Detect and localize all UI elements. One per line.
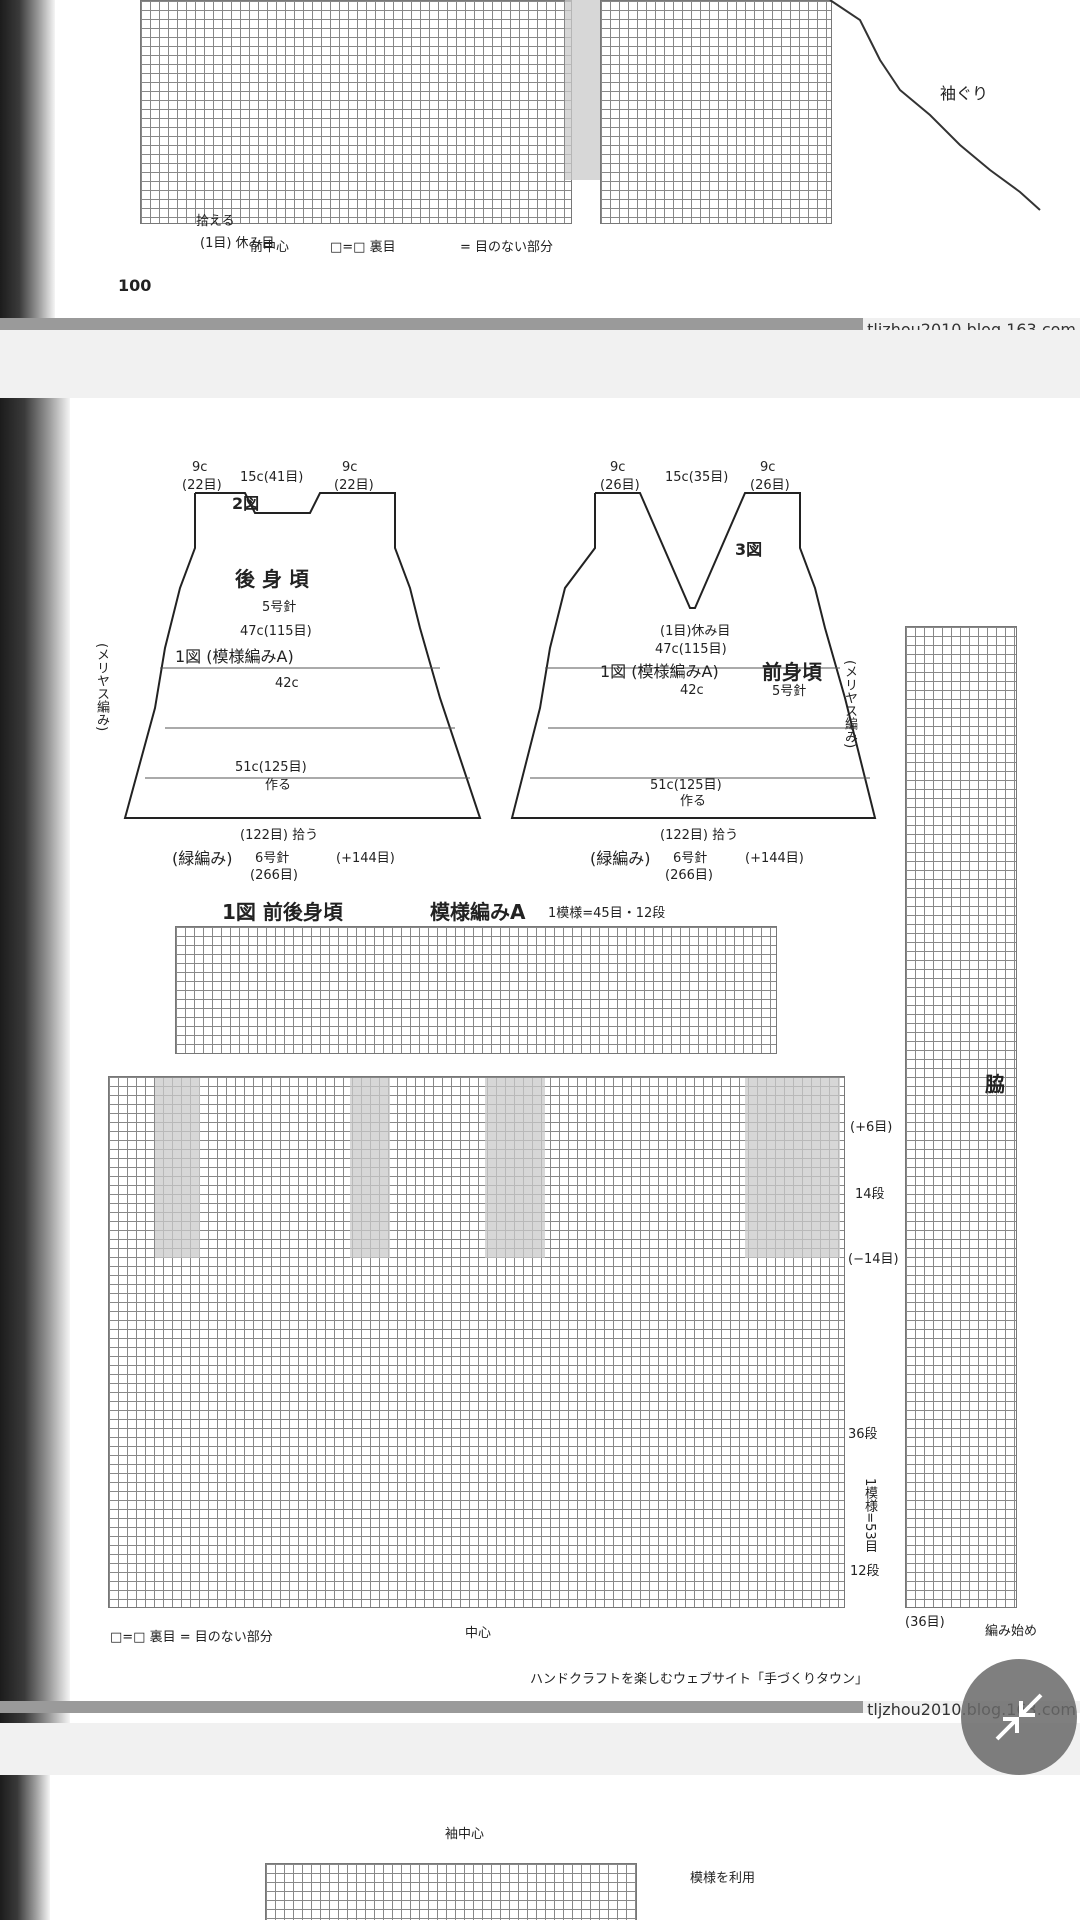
sleeve-note: 模様を利用 bbox=[690, 1871, 756, 1886]
back-edging-needle: 6号針 bbox=[255, 851, 290, 866]
front-side-label: (メリヤス編み) bbox=[842, 660, 857, 749]
back-waist: 42c bbox=[275, 676, 299, 691]
front-pattern: 1図 (模様編みA) bbox=[600, 662, 719, 681]
back-needle: 5号針 bbox=[262, 600, 297, 615]
front-edging: (緑編み) bbox=[590, 849, 651, 868]
watermark: tljzhou2010.blog.163.com bbox=[863, 318, 1080, 330]
front-top-dim-4: 9c bbox=[760, 460, 776, 475]
armhole-steps bbox=[829, 0, 1041, 211]
front-top-dim-1: 9c bbox=[610, 460, 626, 475]
back-width: 47c(115目) bbox=[240, 624, 312, 639]
bottom-count: (36目) bbox=[905, 1615, 945, 1630]
back-edging: (緑編み) bbox=[172, 849, 233, 868]
hold-stitch-label: (1目) 休み目 bbox=[200, 236, 275, 251]
front-edging-needle: 6号針 bbox=[673, 851, 708, 866]
back-top-dim-5: (22目) bbox=[334, 478, 374, 493]
note-36rows: 36段 bbox=[848, 1427, 878, 1442]
front-waist: 42c bbox=[680, 683, 704, 698]
armhole-step-chart bbox=[600, 0, 832, 224]
back-body-schematic bbox=[123, 492, 877, 819]
page-edge bbox=[0, 318, 1080, 330]
bottom-start: 編み始め bbox=[985, 1624, 1038, 1639]
shaded-column-1 bbox=[155, 1078, 200, 1258]
sleeve-knitting-chart bbox=[265, 1863, 637, 1920]
front-pick: (122目) 拾う bbox=[660, 828, 739, 843]
front-fig-label: 3図 bbox=[735, 540, 763, 559]
sleeve-center-label: 袖中心 bbox=[445, 1827, 485, 1842]
front-needle: 5号針 bbox=[772, 684, 807, 699]
center-front-label: 前中心 bbox=[250, 240, 290, 255]
note-plus6: (+6目) bbox=[850, 1120, 893, 1135]
page-number: 100 bbox=[118, 276, 152, 295]
front-hem: 51c(125目) bbox=[650, 778, 722, 793]
side-knitting-chart bbox=[905, 626, 1017, 1608]
bottom-legend: □=□ 裏目 = 目のない部分 bbox=[110, 1630, 273, 1645]
front-hold: (1目)休み目 bbox=[660, 624, 731, 639]
back-make: 作る bbox=[265, 778, 292, 793]
pattern-page-top: 袖ぐり 拾える (1目) 休み目 前中心 □=□ 裏目 = 目のない部分 100… bbox=[0, 0, 1080, 330]
knitting-chart-grid bbox=[140, 0, 572, 224]
collapse-arrows-icon bbox=[995, 1693, 1043, 1741]
front-body-title: 前身頃 bbox=[762, 660, 822, 684]
front-plus144: (+144目) bbox=[745, 851, 804, 866]
front-width: 47c(115目) bbox=[655, 642, 727, 657]
back-body-title: 後 身 頃 bbox=[235, 567, 309, 591]
top-knitting-chart bbox=[175, 926, 777, 1054]
book-gutter-shadow bbox=[0, 398, 70, 1723]
chart-pattern-name: 模様編みA bbox=[430, 900, 526, 924]
front-top-dim-5: (26目) bbox=[750, 478, 790, 493]
legend-purl: □=□ 裏目 bbox=[330, 240, 396, 255]
back-pattern: 1図 (模様編みA) bbox=[175, 647, 294, 666]
back-top-dim-2: (22目) bbox=[182, 478, 222, 493]
pattern-page-bottom: 袖中心 模様を利用 bbox=[0, 1775, 1080, 1920]
center-label: 中心 bbox=[465, 1626, 492, 1641]
front-make: 作る bbox=[680, 794, 707, 809]
footer-text: ハンドクラフトを楽しむウェブサイト「手づくりタウン」 bbox=[530, 1672, 869, 1687]
back-plus144: (+144目) bbox=[336, 851, 395, 866]
main-knitting-chart bbox=[108, 1076, 845, 1608]
shaded-column-3 bbox=[485, 1078, 545, 1258]
armhole-label: 袖ぐり bbox=[940, 84, 989, 103]
back-top-dim-3: 15c(41目) bbox=[240, 470, 304, 485]
back-pick: (122目) 拾う bbox=[240, 828, 319, 843]
front-top-dim-2: (26目) bbox=[600, 478, 640, 493]
note-12rows: 12段 bbox=[850, 1564, 880, 1579]
legend-no-stitch: = 目のない部分 bbox=[460, 240, 554, 255]
chart-repeat: 1模様=45目・12段 bbox=[548, 906, 666, 921]
chart-title: 1図 前後身頃 bbox=[222, 900, 343, 924]
back-top-dim-1: 9c bbox=[192, 460, 208, 475]
shaded-column-2 bbox=[350, 1078, 390, 1258]
page-edge bbox=[0, 1701, 1080, 1713]
back-side-label: (メリヤス編み) bbox=[94, 643, 109, 732]
side-label: 脇 bbox=[985, 1072, 1005, 1096]
pattern-page-main: 9c (22目) 15c(41目) 9c (22目) 2図 後 身 頃 5号針 … bbox=[0, 398, 1080, 1723]
note-repeat: 1模様=53目 bbox=[862, 1478, 877, 1553]
front-top-dim-3: 15c(35目) bbox=[665, 470, 729, 485]
back-edging-count: (266目) bbox=[250, 868, 298, 883]
minimize-fab-button[interactable] bbox=[961, 1659, 1077, 1775]
book-gutter-shadow bbox=[0, 1775, 50, 1920]
note-14rows: 14段 bbox=[855, 1187, 885, 1202]
note-minus14: (−14目) bbox=[848, 1252, 899, 1267]
back-hem: 51c(125目) bbox=[235, 760, 307, 775]
book-gutter-shadow bbox=[0, 0, 55, 330]
back-top-dim-4: 9c bbox=[342, 460, 358, 475]
pick-label: 拾える bbox=[196, 214, 235, 229]
back-fig-label: 2図 bbox=[232, 494, 260, 513]
shaded-column-4 bbox=[745, 1078, 840, 1258]
front-edging-count: (266目) bbox=[665, 868, 713, 883]
